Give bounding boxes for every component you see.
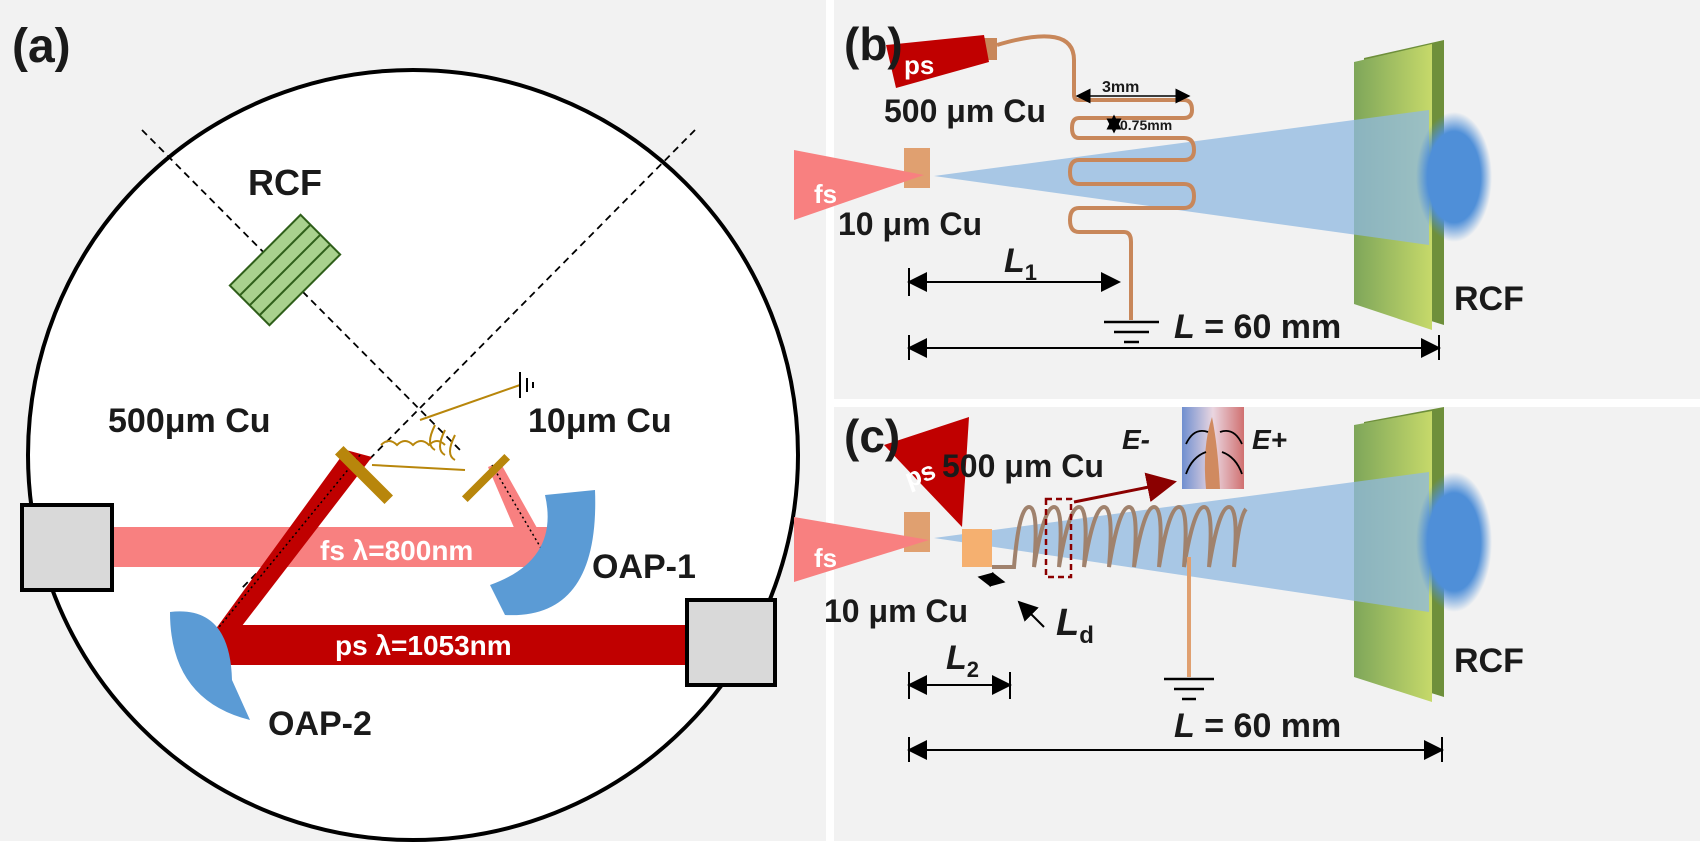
cu-thick-label: 500 μm Cu [884,93,1046,129]
vacuum-chamber [26,68,800,842]
cu-thin-target [461,453,511,503]
fs-laser [794,517,929,582]
cu-thick-target [962,529,992,567]
cu-thick-target [335,446,393,504]
port-left [20,503,114,592]
fs-beam [110,527,550,567]
port-right [685,598,777,687]
ground-icon [1164,677,1214,701]
rcf-label: RCF [248,162,322,203]
panel-a-tag: (a) [12,20,71,73]
e-minus-label: E- [1122,424,1150,455]
fs-label: fs [814,543,837,573]
e-plus-label: E+ [1252,424,1287,455]
width-dimension-label: 3mm [1102,79,1139,96]
ps-label: ps [904,50,934,80]
oap-1-mirror [490,490,596,616]
panel-b-diagram: (b) ps fs 500 μm Cu 10 μm Cu 3mm 0.75mm … [794,18,1524,360]
rcf-label: RCF [1454,280,1524,318]
highlight-box [1044,497,1073,579]
cu-thin-target [904,148,930,188]
gap-dimension-label: 0.75mm [1120,117,1172,133]
l-total-label: L = 60 mm [1174,308,1341,346]
oap-2-label: OAP-2 [268,705,372,743]
helix-coil [992,504,1248,569]
rcf-label: RCF [1454,642,1524,680]
cu-thin-label: 10 μm Cu [838,206,982,242]
coil [380,440,446,447]
panel-c: (c) ps fs 500 μm Cu 10 μm Cu E- E+ Ld L2… [794,407,1700,841]
oap-1-label: OAP-1 [592,548,696,586]
panel-b: (b) ps fs 500 μm Cu 10 μm Cu 3mm 0.75mm … [794,0,1700,399]
rcf-spot [1416,472,1492,612]
cu-thin-label: 10μm Cu [528,402,672,440]
panel-c-diagram: (c) ps fs 500 μm Cu 10 μm Cu E- E+ Ld L2… [794,407,1524,762]
fs-laser [794,150,924,220]
ground-icon [519,372,534,398]
ps-laser [886,35,989,88]
ld-label: Ld [1056,602,1094,649]
panel-a: (a) RCF 500μm Cu 10μm Cu fs λ=800nm ps λ… [0,0,826,842]
ground-icon [1104,320,1159,344]
rcf-stack [228,213,342,327]
cu-thick-label: 500μm Cu [108,402,271,440]
l2-label: L2 [946,639,979,682]
l1-label: L1 [1004,242,1037,285]
panel-a-diagram: (a) RCF 500μm Cu 10μm Cu fs λ=800nm ps λ… [12,20,800,842]
proton-beam [934,110,1429,245]
ps-focus-cone [215,450,372,635]
fs-label: fs [814,179,837,209]
panel-c-tag: (c) [844,410,900,462]
fs-beam-label: fs λ=800nm [320,535,473,566]
ps-beam [220,625,690,665]
rcf-spot [1416,112,1492,242]
l-total-label: L = 60 mm [1174,707,1341,745]
panel-b-tag: (b) [844,18,903,70]
dashed-axis-1 [141,129,461,451]
ld-pointer [1017,600,1045,628]
proton-beam [934,472,1429,612]
ps-laser [884,417,969,527]
zoom-arrow [1073,472,1177,504]
oap-2-mirror [170,611,250,720]
cu-thick-label: 500 μm Cu [942,448,1104,484]
ps-beam-label: ps λ=1053nm [335,630,512,661]
cu-thin-label: 10 μm Cu [824,593,968,629]
